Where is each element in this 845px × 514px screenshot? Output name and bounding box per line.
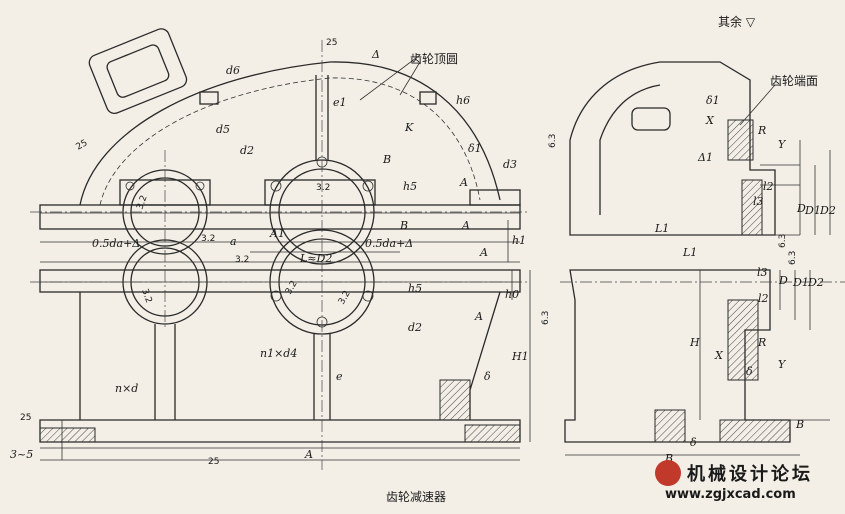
top-right-note-text: 其余 (718, 15, 743, 29)
finish-3-2-d: 3.2 (235, 255, 249, 265)
label-r-D-top: D (796, 202, 806, 215)
leader-gear-end (739, 84, 776, 126)
label-n1xd4: n1×d4 (260, 347, 297, 360)
finish-3-2-a: 3.2 (135, 194, 149, 211)
label-d2-mid: d2 (408, 321, 422, 334)
label-A-low: A (479, 246, 488, 259)
label-3to5: 3~5 (10, 448, 33, 461)
base-side-view (560, 269, 845, 456)
finish-6-3-a: 6.3 (548, 134, 558, 148)
label-r-delta-bottom: δ (690, 436, 697, 449)
label-delta1: δ1 (468, 142, 482, 155)
watermark-site-name: 机械设计论坛 (687, 464, 813, 485)
label-e1: e1 (333, 96, 347, 109)
label-r-R-low: R (757, 336, 766, 349)
label-r-l3-low: l3 (757, 266, 768, 279)
label-half-da-right: 0.5da+Δ (365, 237, 413, 250)
label-d2-top: d2 (240, 144, 254, 157)
label-r-delta-low: δ (746, 365, 753, 378)
label-d3: d3 (503, 158, 517, 171)
label-A-extra: A (474, 310, 483, 323)
label-B-top: B (382, 153, 391, 166)
label-A-mid: A (461, 219, 470, 232)
watermark-logo-icon (655, 460, 681, 486)
label-L-eq-D2: L≈D2 (299, 252, 332, 265)
label-d6: d6 (226, 64, 240, 77)
label-r-H: H (689, 336, 700, 349)
finish-6-3-b: 6.3 (541, 311, 551, 325)
right-view-labels: δ1 X R Y Δ1 l2 l3 D D1 D2 L1 L1 l3 D D1 … (654, 94, 836, 465)
label-H1: H1 (511, 350, 529, 363)
label-nxd: n×d (115, 382, 138, 395)
label-r-Y-low: Y (778, 358, 787, 371)
finish-25-top: 25 (326, 38, 337, 48)
label-h0: h0 (505, 288, 519, 301)
finish-25-base: 25 (20, 413, 31, 423)
label-r-l3-top: l3 (753, 195, 764, 208)
label-r-Delta1: Δ1 (697, 151, 713, 164)
label-r-delta1: δ1 (706, 94, 720, 107)
left-dimensions (40, 54, 531, 461)
label-r-X-top: X (705, 114, 715, 127)
label-r-D-low: D (778, 274, 788, 287)
finish-3-2-c: 3.2 (316, 183, 330, 193)
figure-caption: 齿轮减速器 (386, 490, 447, 504)
label-K: K (404, 121, 414, 134)
gear-tip-circle-callout: 齿轮顶圆 (410, 52, 459, 66)
label-r-Y-top: Y (778, 138, 787, 151)
label-h6: h6 (456, 94, 470, 107)
finish-3-2-e: 3.2 (139, 288, 153, 305)
label-e: e (336, 370, 343, 383)
label-A-top: A (459, 176, 468, 189)
finish-25-bottom: 25 (208, 457, 219, 467)
label-r-R-top: R (757, 124, 766, 137)
finish-6-3-d: 6.3 (788, 251, 798, 265)
surface-finish-icon: ▽ (745, 15, 756, 29)
top-right-note: 其余 ▽ (718, 13, 755, 30)
label-A1: A1 (269, 227, 285, 240)
watermark: 机械设计论坛 www.zgjxcad.com (655, 458, 845, 514)
label-delta-small: δ (484, 370, 491, 383)
cover-front-view (30, 28, 530, 470)
label-r-D2-low: D2 (807, 276, 824, 289)
label-r-D2-top: D2 (819, 204, 836, 217)
label-r-B-bottom: B (664, 452, 673, 465)
label-r-l2-low: l2 (758, 292, 769, 305)
label-r-D1-low: D1 (792, 276, 809, 289)
surface-finish-marks: 25 25 3.2 3.2 3.2 3.2 3.2 3.2 3.2 6.3 6.… (20, 38, 798, 467)
finish-6-3-c: 6.3 (778, 234, 788, 248)
gear-end-face-callout: 齿轮端面 (770, 74, 819, 88)
label-r-D1-top: D1 (804, 204, 821, 217)
label-r-B-arrow: B (795, 418, 804, 431)
label-d5: d5 (216, 123, 230, 136)
label-r-L1-mid: L1 (682, 246, 697, 259)
label-r-L1-top: L1 (654, 222, 669, 235)
label-a: a (230, 235, 237, 248)
label-half-da-left: 0.5da+Δ (92, 237, 140, 250)
cover-side-view (569, 61, 831, 236)
leader-gear-tip (399, 61, 421, 96)
left-view-labels: d6 d5 d2 d3 Δ δ1 e1 h6 K B h5 A B A A1 0… (10, 48, 529, 461)
label-B-mid: B (399, 219, 408, 232)
label-r-X-low: X (714, 349, 724, 362)
base-front-view (30, 229, 530, 449)
label-r-l2-top: l2 (763, 180, 774, 193)
label-A-bottom: A (304, 448, 313, 461)
label-h5-top: h5 (403, 180, 417, 193)
label-h5-mid: h5 (408, 282, 422, 295)
label-delta: Δ (371, 48, 380, 61)
finish-25-cover: 25 (75, 138, 90, 152)
finish-3-2-b: 3.2 (201, 234, 215, 244)
watermark-url: www.zgjxcad.com (665, 487, 796, 502)
label-h1: h1 (512, 234, 526, 247)
